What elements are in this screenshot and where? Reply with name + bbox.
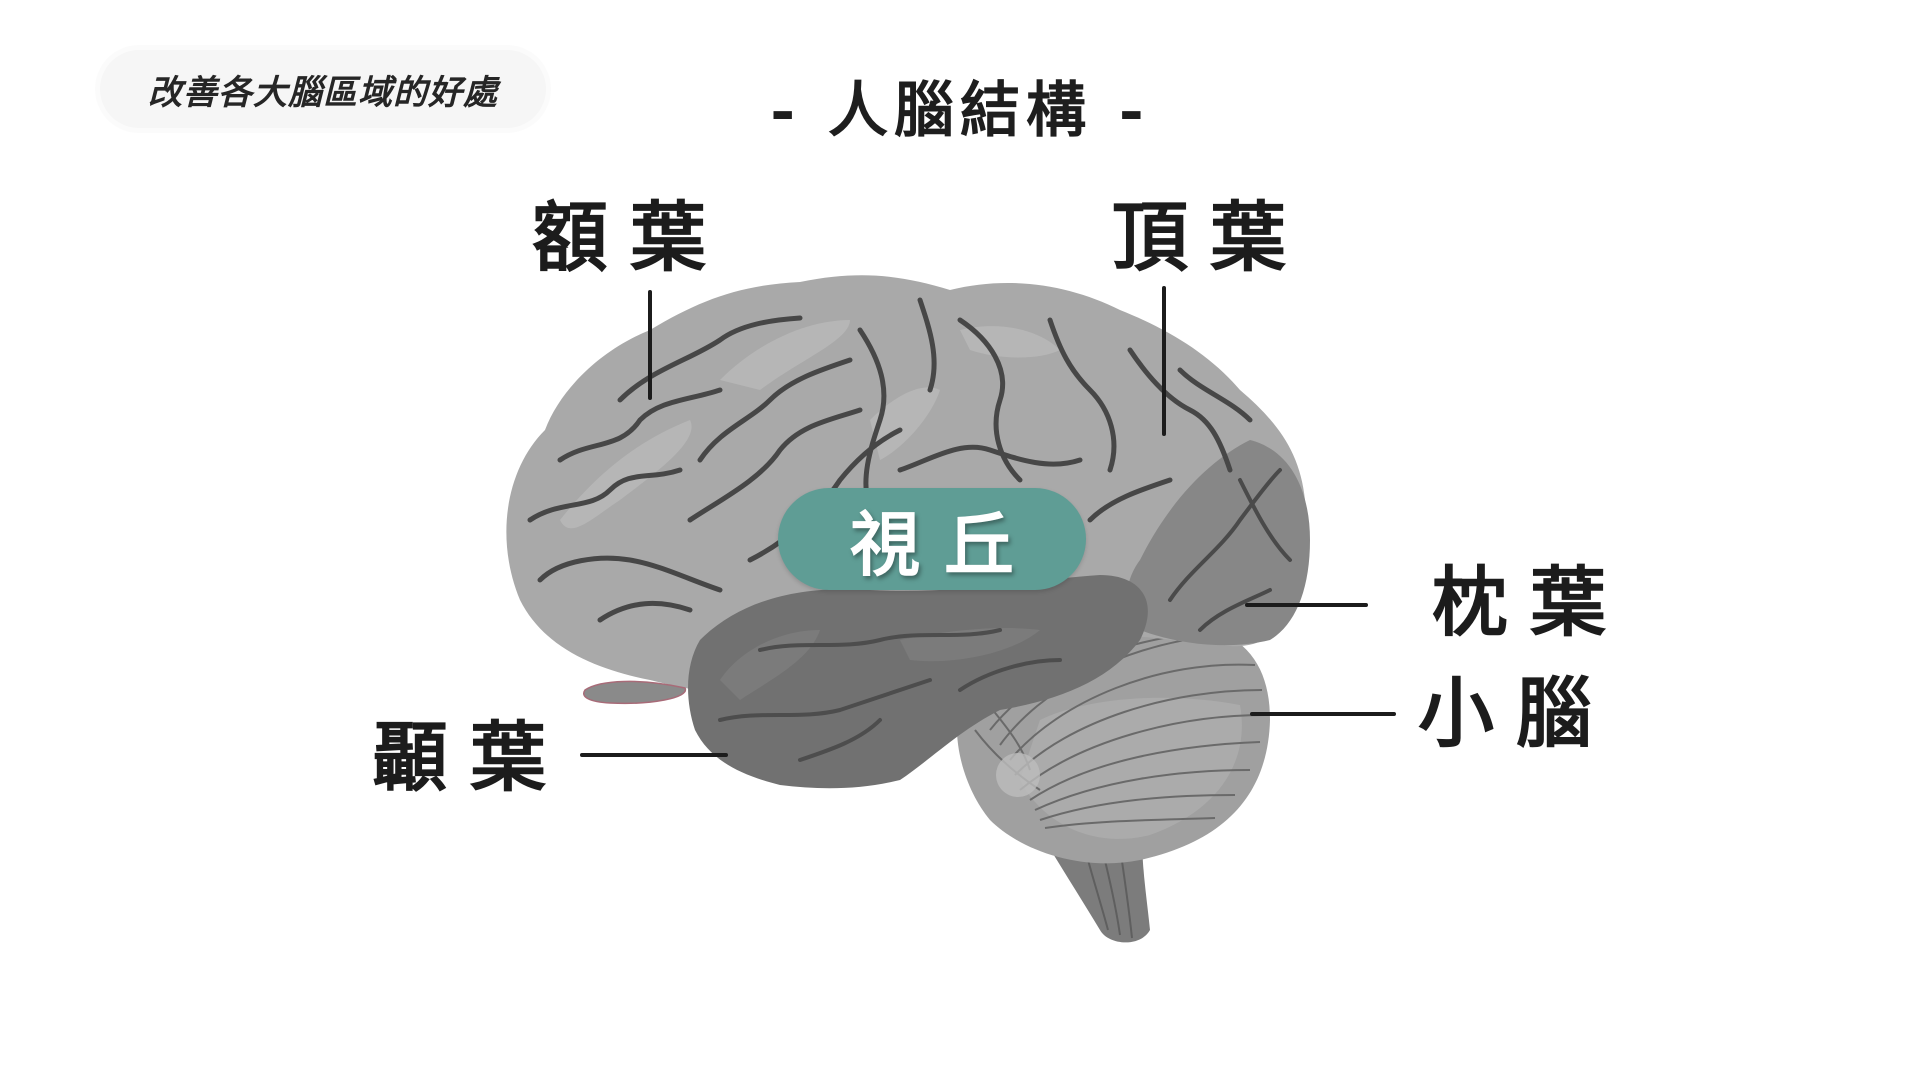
arbor-vitae <box>996 753 1040 797</box>
label-occipital-lobe: 枕葉 <box>1432 558 1628 647</box>
thalamus-badge: 視丘 <box>778 488 1086 590</box>
section-badge-label: 改善各大腦區域的好處 <box>148 72 498 113</box>
label-frontal-lobe: 額葉 <box>532 193 728 282</box>
section-badge: 改善各大腦區域的好處 <box>100 50 546 128</box>
label-parietal-lobe: 頂葉 <box>1112 193 1308 282</box>
olfactory-bulb <box>583 680 686 705</box>
leader-line-temporal-lobe <box>580 753 728 757</box>
page-title: - 人腦結構 - <box>770 76 1150 146</box>
leader-line-frontal-lobe <box>648 290 652 400</box>
temporal-lobe <box>688 575 1148 789</box>
label-cerebellum: 小腦 <box>1418 669 1614 758</box>
leader-line-cerebellum <box>1250 712 1396 716</box>
label-temporal-lobe: 顳葉 <box>372 713 568 802</box>
leader-line-occipital-lobe <box>1245 603 1368 607</box>
label-thalamus: 視丘 <box>850 502 1038 586</box>
leader-line-parietal-lobe <box>1162 286 1166 436</box>
